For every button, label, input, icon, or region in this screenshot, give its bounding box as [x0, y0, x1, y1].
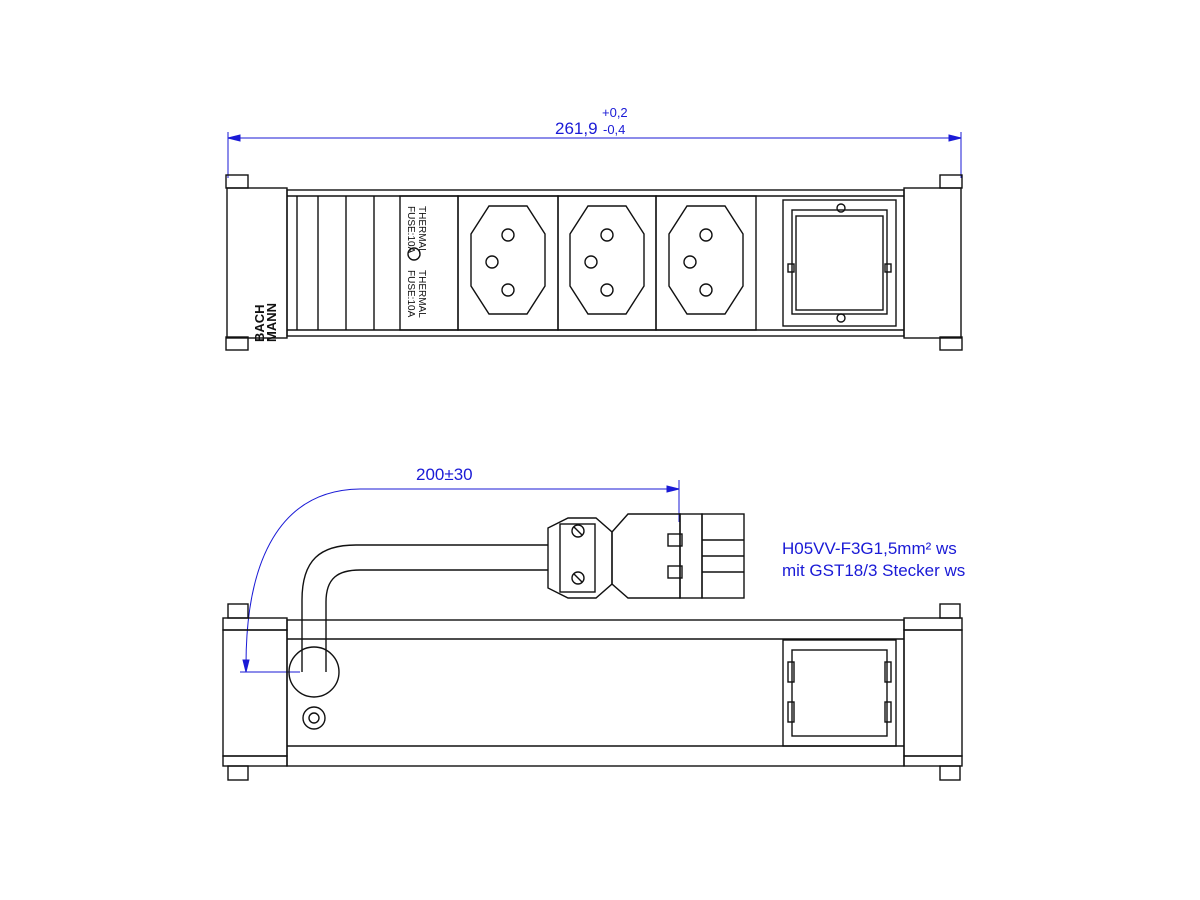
side-module-slot — [782, 639, 897, 747]
fuse-label-bottom-line2: FUSE:10A — [405, 270, 416, 318]
width-dimension — [227, 132, 962, 178]
fuse-label-bottom-line1: THERMAL — [416, 270, 427, 318]
top-view: 261,9 +0,2 -0,4 — [225, 105, 963, 351]
cable-length-text: 200±30 — [416, 465, 473, 484]
power-cable — [301, 544, 548, 672]
cable-spec-line2: mit GST18/3 Stecker ws — [782, 561, 965, 580]
fuse-button — [407, 247, 421, 261]
empty-module-slot — [782, 199, 897, 327]
width-dimension-tolerance-lower: -0,4 — [603, 122, 625, 137]
socket-1 — [470, 205, 546, 315]
socket-module-2 — [557, 195, 657, 331]
side-right-end-cap — [903, 629, 963, 757]
socket-module-3 — [655, 195, 757, 331]
housing-body — [286, 189, 905, 337]
mounting-screw — [302, 706, 326, 730]
side-housing-body — [286, 619, 905, 767]
side-left-end-cap — [222, 629, 288, 757]
socket-2 — [569, 205, 645, 315]
fuse-label-top-line2: FUSE:10A — [405, 206, 416, 254]
cable-length-dimension — [240, 480, 680, 673]
width-dimension-nominal: 261,9 — [555, 119, 598, 138]
side-view: 200±30 H05VV-F3G1,5mm² ws mit GST18/3 St… — [222, 465, 965, 781]
width-dimension-tolerance-upper: +0,2 — [602, 105, 628, 120]
fuse-label-top-line1: THERMAL — [416, 206, 427, 254]
gst18-connector — [547, 513, 745, 599]
socket-3 — [668, 205, 744, 315]
socket-module-1 — [457, 195, 559, 331]
cable-entry-grommet — [288, 646, 340, 698]
brand-logo-line2: MANN — [264, 303, 279, 342]
right-end-cap — [903, 187, 962, 339]
cable-spec-line1: H05VV-F3G1,5mm² ws — [782, 539, 957, 558]
brand-logo-line1: BACH — [252, 304, 267, 342]
